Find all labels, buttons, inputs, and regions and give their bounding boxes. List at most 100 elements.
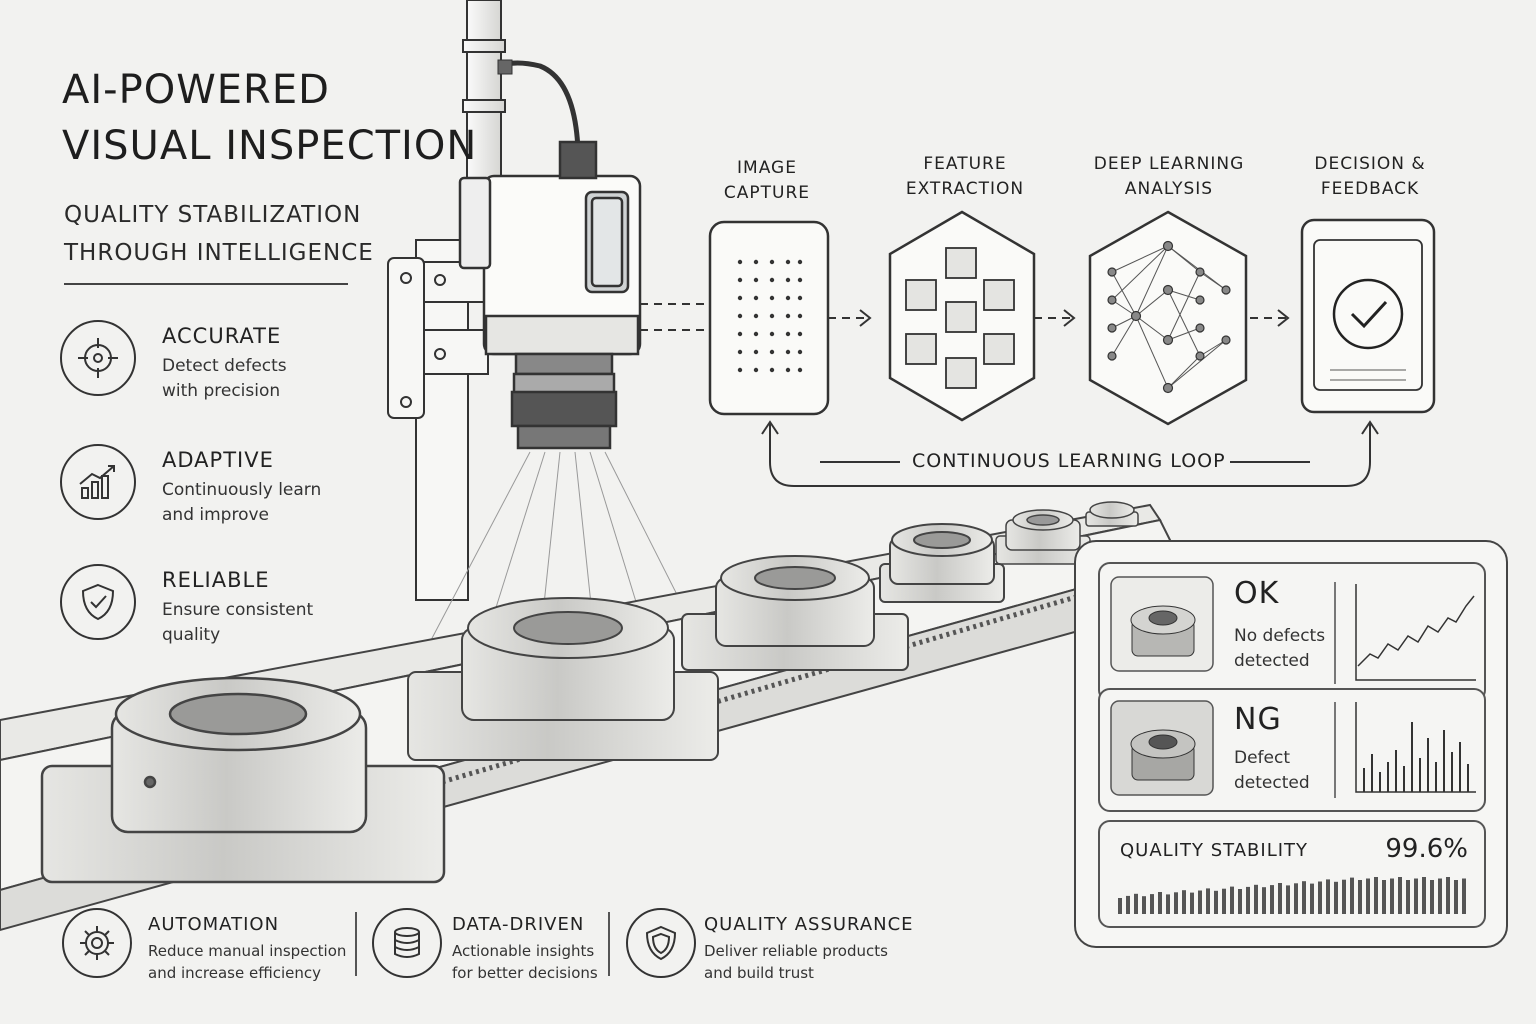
stability-bar bbox=[1246, 886, 1250, 914]
shield-check-icon bbox=[60, 564, 136, 640]
feature-desc-line: Continuously learn bbox=[162, 480, 322, 500]
stability-bar bbox=[1350, 877, 1354, 914]
feature-heading: ADAPTIVE bbox=[162, 448, 274, 472]
benefit-separator bbox=[355, 912, 357, 976]
stability-bar bbox=[1118, 898, 1122, 914]
stability-bar bbox=[1286, 885, 1290, 914]
part-center bbox=[681, 555, 909, 671]
pipeline-arrows bbox=[640, 303, 1290, 331]
stage-label-line: CAPTURE bbox=[723, 183, 811, 203]
camera-pole bbox=[462, 0, 506, 181]
stability-bar bbox=[1398, 877, 1402, 914]
benefit-desc-line: Actionable insights bbox=[452, 942, 595, 960]
stability-bar bbox=[1166, 894, 1170, 914]
feature-description: Detect defects with precision bbox=[162, 354, 352, 404]
stability-bar bbox=[1206, 888, 1210, 914]
stability-bar bbox=[1430, 880, 1434, 914]
part-small bbox=[995, 509, 1091, 565]
subtitle-line-1: QUALITY STABILIZATION bbox=[64, 202, 362, 228]
stability-bar bbox=[1254, 884, 1258, 914]
page-title: AI-POWERED VISUAL INSPECTION bbox=[62, 62, 477, 174]
stage-label-line: DECISION & bbox=[1314, 154, 1426, 174]
quality-stability-label: QUALITY STABILITY bbox=[1120, 840, 1309, 861]
stability-bar bbox=[1214, 890, 1218, 914]
part-thumbnail-ng bbox=[1110, 700, 1214, 796]
part-front bbox=[40, 676, 446, 884]
feature-desc-line: quality bbox=[162, 625, 221, 645]
title-divider bbox=[64, 283, 348, 285]
stability-bar bbox=[1446, 877, 1450, 914]
stability-bar bbox=[1134, 893, 1138, 914]
ng-description: Defect detected bbox=[1234, 746, 1310, 796]
benefit-quality-assurance: QUALITY ASSURANCE Deliver reliable produ… bbox=[626, 908, 916, 998]
page-subtitle: QUALITY STABILIZATION THROUGH INTELLIGEN… bbox=[64, 196, 374, 272]
benefit-description: Reduce manual inspection and increase ef… bbox=[148, 940, 358, 984]
stability-bar bbox=[1358, 880, 1362, 914]
benefit-description: Deliver reliable products and build trus… bbox=[704, 940, 914, 984]
stability-bar bbox=[1150, 894, 1154, 914]
feature-reliable: RELIABLE Ensure consistent quality bbox=[60, 564, 360, 654]
learning-loop-label: CONTINUOUS LEARNING LOOP bbox=[908, 450, 1230, 472]
stage-label-image-capture: IMAGE CAPTURE bbox=[700, 156, 834, 206]
benefit-desc-line: and increase efficiency bbox=[148, 964, 321, 982]
benefit-separator bbox=[608, 912, 610, 976]
stability-bar bbox=[1182, 890, 1186, 914]
stability-bar bbox=[1294, 883, 1298, 914]
title-line-1: AI-POWERED bbox=[62, 67, 330, 113]
benefit-heading: QUALITY ASSURANCE bbox=[704, 914, 914, 935]
result-ng-card: NG Defect detected bbox=[1098, 688, 1486, 812]
inspection-results-panel: OK No defects detected NG Defect detecte… bbox=[1074, 540, 1508, 948]
stability-bar bbox=[1270, 885, 1274, 914]
title-line-2: VISUAL INSPECTION bbox=[62, 123, 478, 169]
stability-bar bbox=[1374, 877, 1378, 914]
ok-trend-chart bbox=[1355, 584, 1476, 681]
cubes-icon bbox=[888, 210, 1036, 422]
stability-bar bbox=[1262, 887, 1266, 914]
stability-bar bbox=[1366, 878, 1370, 914]
stage-label-line: EXTRACTION bbox=[905, 179, 1025, 199]
ok-description: No defects detected bbox=[1234, 624, 1325, 674]
benefit-desc-line: and build trust bbox=[704, 964, 814, 982]
stability-bar bbox=[1454, 880, 1458, 914]
benefit-desc-line: for better decisions bbox=[452, 964, 598, 982]
stability-bar bbox=[1342, 879, 1346, 914]
dot-grid-icon bbox=[708, 220, 830, 416]
part-thumbnail-ok bbox=[1110, 576, 1214, 672]
stability-bar bbox=[1174, 892, 1178, 914]
stability-bar bbox=[1198, 890, 1202, 914]
checkmark-icon bbox=[1300, 218, 1436, 414]
stability-bar bbox=[1438, 878, 1442, 914]
stage-label-line: ANALYSIS bbox=[1124, 179, 1214, 199]
ok-desc-line: No defects bbox=[1234, 626, 1326, 646]
ng-status: NG bbox=[1234, 702, 1282, 737]
benefit-description: Actionable insights for better decisions bbox=[452, 940, 662, 984]
subtitle-line-2: THROUGH INTELLIGENCE bbox=[64, 240, 374, 266]
feature-desc-line: Detect defects bbox=[162, 356, 287, 376]
stability-bar bbox=[1414, 878, 1418, 914]
result-ok-card: OK No defects detected bbox=[1098, 562, 1486, 702]
benefit-data-driven: DATA-DRIVEN Actionable insights for bett… bbox=[372, 908, 612, 998]
stability-bar bbox=[1190, 892, 1194, 914]
database-icon bbox=[372, 908, 442, 978]
gear-icon bbox=[62, 908, 132, 978]
stability-bar bbox=[1238, 889, 1242, 914]
stability-bar bbox=[1334, 881, 1338, 914]
feature-adaptive: ADAPTIVE Continuously learn and improve bbox=[60, 444, 360, 534]
stability-bar bbox=[1230, 886, 1234, 914]
stage-label-line: FEATURE bbox=[923, 154, 1007, 174]
ng-desc-line: detected bbox=[1234, 773, 1310, 793]
stability-bar bbox=[1310, 883, 1314, 914]
feature-desc-line: and improve bbox=[162, 505, 269, 525]
feature-desc-line: Ensure consistent bbox=[162, 600, 314, 620]
stage-label-feature-extraction: FEATURE EXTRACTION bbox=[890, 152, 1040, 202]
stability-bar bbox=[1462, 878, 1466, 914]
feature-desc-line: with precision bbox=[162, 381, 281, 401]
stability-bar bbox=[1158, 892, 1162, 914]
learning-loop-arrow bbox=[761, 420, 1379, 487]
quality-stability-card: QUALITY STABILITY 99.6% bbox=[1098, 820, 1486, 928]
ok-desc-line: detected bbox=[1234, 651, 1310, 671]
feature-heading: ACCURATE bbox=[162, 324, 282, 348]
shield-icon bbox=[626, 908, 696, 978]
stage-label-line: FEEDBACK bbox=[1320, 179, 1420, 199]
